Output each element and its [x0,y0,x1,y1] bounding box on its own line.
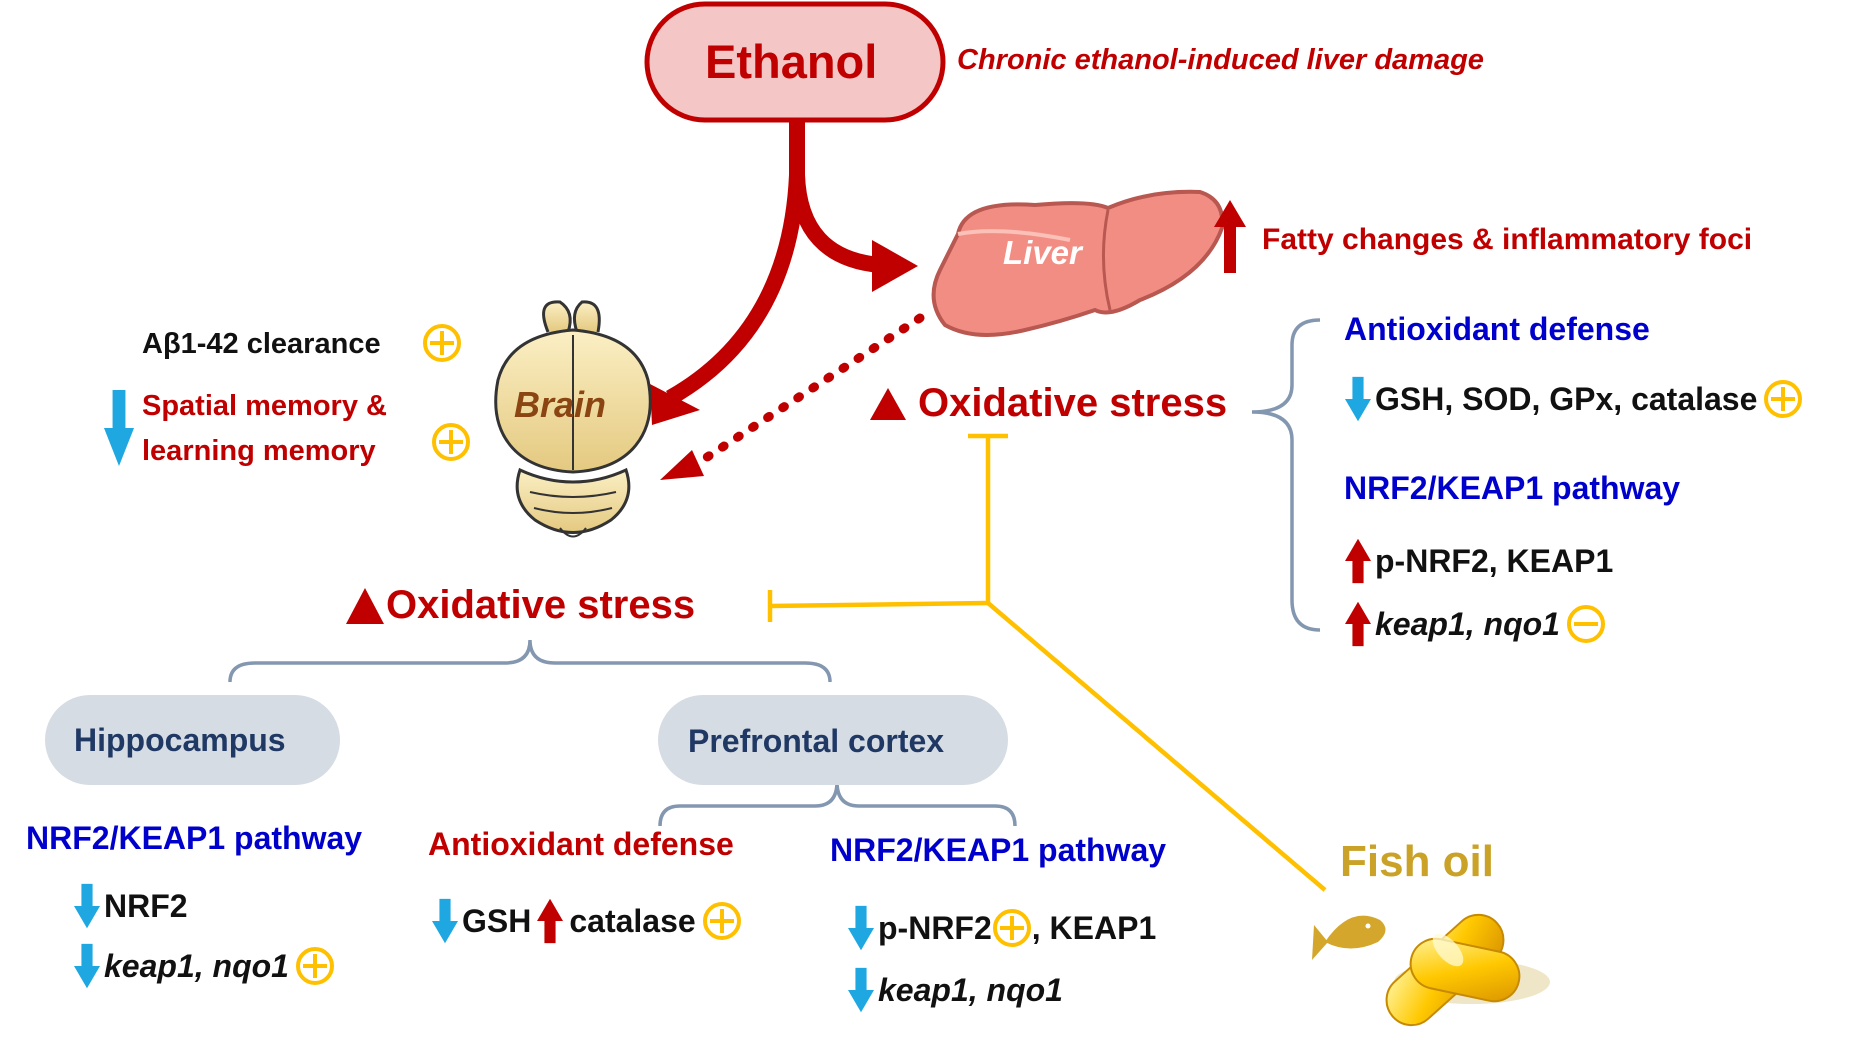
plus-icon [702,901,742,941]
liver-label: Liver [1003,234,1082,271]
down-arrow-icon [74,943,100,989]
down-arrow-icon [432,898,458,944]
prefrontal-pnrf2-row: p-NRF2 , KEAP1 [848,905,1156,951]
liver-antioxidant-items: GSH, SOD, GPx, catalase [1375,381,1758,417]
liver-oxidative-stress: Oxidative stress [918,381,1228,425]
liver-effect: Fatty changes & inflammatory foci [1262,223,1753,256]
brain-label: Brain [514,384,607,425]
hippocampus-pathway-title: NRF2/KEAP1 pathway [26,820,363,856]
prefrontal-cortex-label: Prefrontal cortex [688,723,945,759]
liver-pnrf2: p-NRF2, KEAP1 [1375,543,1614,579]
brain-memory-line1: Spatial memory & [142,390,387,422]
brain-memory-line2: learning memory [142,435,376,467]
liver-antioxidant-title: Antioxidant defense [1344,311,1650,347]
clearance-plus-icon [423,324,461,362]
prefrontal-genes-row: keap1, nqo1 [848,967,1063,1013]
ethanol-label: Ethanol [705,35,878,88]
hippocampus-label: Hippocampus [74,722,286,758]
liver-bracket [1251,318,1321,632]
liver-genes-row: keap1, nqo1 [1345,600,1606,648]
plus-icon [295,946,335,986]
hippocampus-genes: keap1, nqo1 [104,948,289,984]
hippocampus-nrf2-row: NRF2 [74,883,188,929]
dotted-arrowhead [660,450,704,480]
brain-oxidative-stress: Oxidative stress [386,583,696,627]
prefrontal-antioxidant-row: GSH catalase [432,897,742,945]
brain-clearance: Aβ1-42 clearance [142,328,381,360]
hippocampus-pill [45,695,340,785]
prefrontal-gsh: GSH [462,903,532,939]
up-arrow-icon [537,897,563,945]
fish-oil-capsule-illustration [1312,913,1550,1027]
ethanol-to-liver-arrow [789,120,881,273]
liver-pnrf2-row: p-NRF2, KEAP1 [1345,537,1613,585]
fish-oil-label: Fish oil [1340,837,1494,886]
up-arrow-icon [1345,600,1371,648]
up-arrow-icon [1345,537,1371,585]
plus-icon [992,908,1032,948]
brain-illustration [494,300,652,538]
liver-antioxidant-items-row: GSH, SOD, GPx, catalase [1345,376,1803,422]
liver-stress-triangle [870,388,906,420]
liver-genes: keap1, nqo1 [1375,606,1560,642]
prefrontal-bracket [658,781,1017,827]
liver-pathway-title: NRF2/KEAP1 pathway [1344,470,1681,506]
ethanol-caption: Chronic ethanol-induced liver damage [957,44,1484,76]
prefrontal-genes: keap1, nqo1 [878,972,1063,1008]
liver-arrowhead [872,240,918,292]
prefrontal-pathway-title: NRF2/KEAP1 pathway [830,832,1167,868]
ethanol-to-brain-arrow [666,174,805,405]
prefrontal-antioxidant-title: Antioxidant defense [428,826,734,862]
prefrontal-cortex-pill [658,695,1008,785]
memory-down-arrow-icon [104,390,134,466]
down-arrow-icon [848,905,874,951]
memory-plus-icon [432,423,470,461]
down-arrow-icon [74,883,100,929]
plus-icon [1763,379,1803,419]
prefrontal-pnrf2: p-NRF2 [878,910,992,946]
liver-up-arrow [1214,200,1246,273]
brain-arrowhead [650,384,700,425]
prefrontal-catalase: catalase [569,903,696,939]
down-arrow-icon [848,967,874,1013]
minus-icon [1566,604,1606,644]
hippocampus-nrf2: NRF2 [104,888,188,924]
prefrontal-keap1: , KEAP1 [1031,910,1157,946]
fish-oil-inhibition-lines [767,433,1327,892]
down-arrow-icon [1345,376,1371,422]
hippocampus-genes-row: keap1, nqo1 [74,943,335,989]
liver-illustration [931,189,1225,337]
brain-stress-triangle [346,588,384,624]
brain-bracket [228,639,832,683]
